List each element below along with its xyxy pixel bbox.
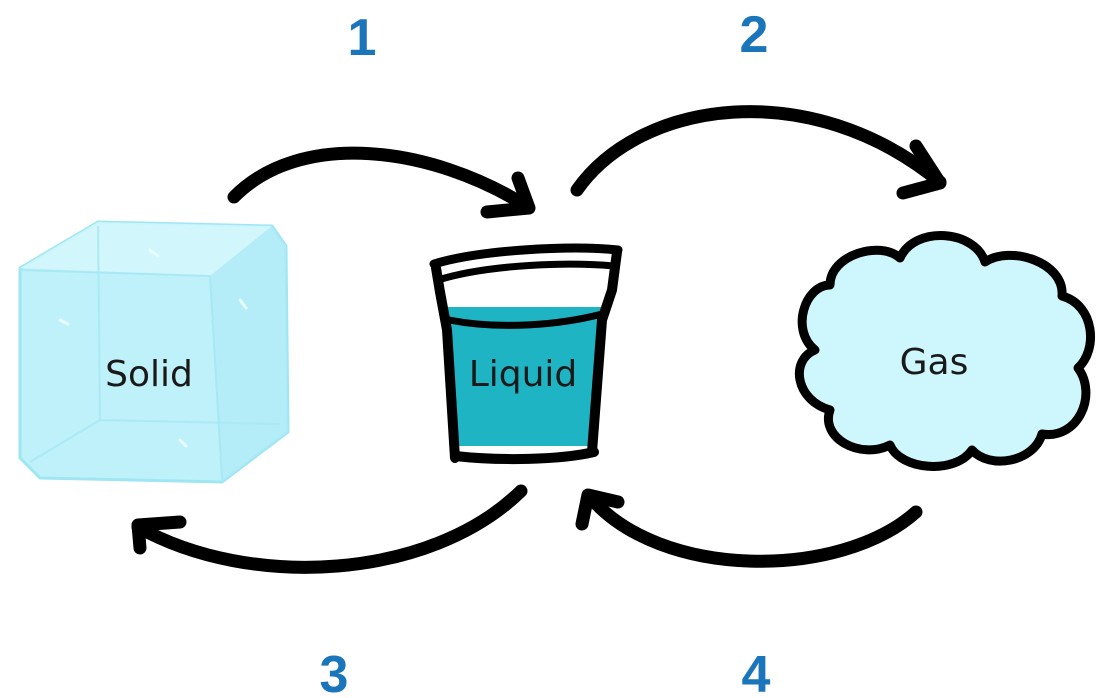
state-label-liquid: Liquid	[469, 354, 578, 395]
water-glass-icon: Liquid	[429, 243, 623, 465]
arrow-liquid-to-gas	[570, 105, 947, 200]
transition-number-3: 3	[320, 646, 349, 698]
arrow-liquid-to-solid	[131, 484, 528, 574]
state-label-gas: Gas	[900, 342, 969, 383]
ice-cube-icon: Solid	[18, 220, 290, 484]
cloud-icon: Gas	[795, 231, 1095, 471]
state-label-solid: Solid	[105, 354, 193, 395]
arrow-gas-to-liquid	[575, 488, 923, 568]
transition-number-1: 1	[348, 9, 377, 67]
transition-number-4: 4	[742, 646, 771, 698]
transition-number-2: 2	[740, 6, 769, 64]
arrow-solid-to-liquid	[227, 146, 536, 219]
